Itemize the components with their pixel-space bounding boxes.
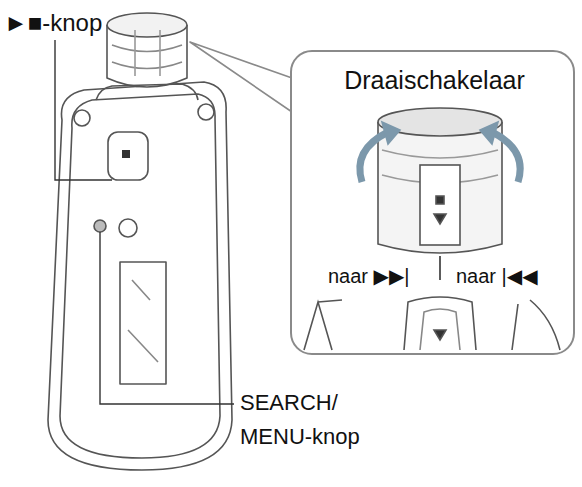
part-label: SEARCH/ MENU-knop — [240, 386, 370, 454]
direction-label: naar |◀◀ — [456, 264, 538, 288]
callout-box: Draaischakelaar naar ▶▶| naar |◀◀ — [290, 50, 575, 355]
leader-line — [55, 40, 112, 180]
callout-title: Draaischakelaar — [292, 66, 577, 95]
part-label: ►■-knop — [4, 6, 102, 40]
leader-line — [100, 232, 234, 404]
direction-label: naar ▶▶| — [328, 264, 410, 288]
